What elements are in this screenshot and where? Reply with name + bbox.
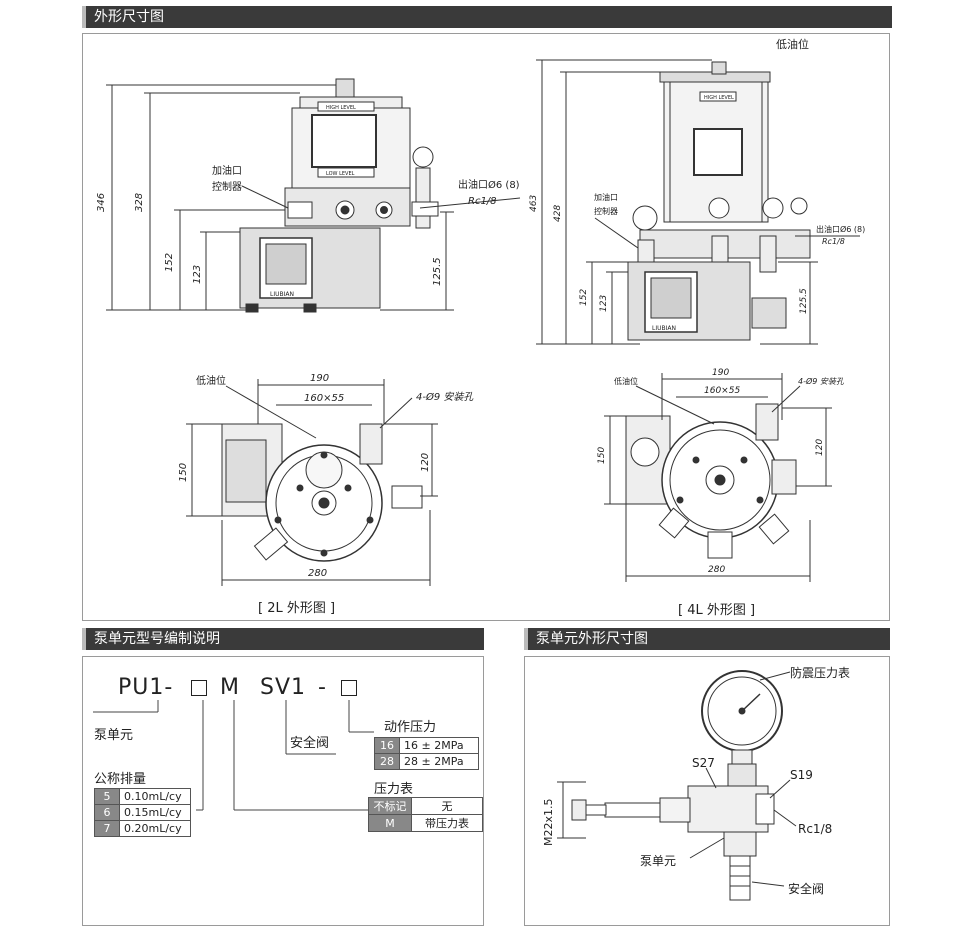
option-key: 28 [374,753,400,770]
option-key: M [368,814,412,832]
displacement-title: 公称排量 [94,772,147,787]
model-header: 泵单元型号编制说明 [82,628,484,650]
option-key: 7 [94,820,120,837]
option-key: 16 [374,737,400,754]
pump-dims-title: 泵单元外形尺寸图 [536,631,648,647]
option-key: 不标记 [368,797,412,815]
pump-unit-dim-label: 泵单元 [640,854,677,868]
option-value: 无 [411,797,483,815]
relief-valve-dim-label: 安全阀 [788,882,825,896]
gauge-label: 防震压力表 [790,666,851,680]
code-part-m: M [220,675,240,700]
header-accent [524,628,528,650]
dimensions-title: 外形尺寸图 [94,9,164,25]
option-value: 28 ± 2MPa [399,753,479,770]
option-key: 6 [94,804,120,821]
s27-label: S27 [692,756,715,770]
caption-2l: [ 2L 外形图 ] [258,601,336,616]
option-value: 0.20mL/cy [119,820,191,837]
code-box-displacement [191,680,207,696]
pump-unit-label: 泵单元 [94,728,134,743]
option-value: 0.15mL/cy [119,804,191,821]
caption-4l: [ 4L 外形图 ] [678,603,756,618]
model-title: 泵单元型号编制说明 [94,631,220,647]
table-row: 不标记无 [368,797,483,815]
header-accent [82,628,86,650]
option-value: 带压力表 [411,814,483,832]
dimensions-header: 外形尺寸图 [82,6,892,28]
option-value: 0.10mL/cy [119,788,191,805]
option-value: 16 ± 2MPa [399,737,479,754]
code-part-sv1: SV1 [260,675,307,700]
relief-valve-label: 安全阀 [290,736,330,751]
pump-dims-header: 泵单元外形尺寸图 [524,628,890,650]
pump-dims-panel [524,656,890,926]
code-part-pu1: PU1- [118,675,174,700]
header-accent [82,6,86,28]
m22-label: M22x1.5 [542,798,555,847]
option-key: 5 [94,788,120,805]
code-box-pressure [341,680,357,696]
dimensions-panel [82,33,890,621]
code-part-dash: - [318,675,327,700]
rc-label: Rc1/8 [798,822,833,836]
action-pressure-title: 动作压力 [384,720,437,735]
gauge-title: 压力表 [374,782,414,797]
s19-label: S19 [790,768,813,782]
